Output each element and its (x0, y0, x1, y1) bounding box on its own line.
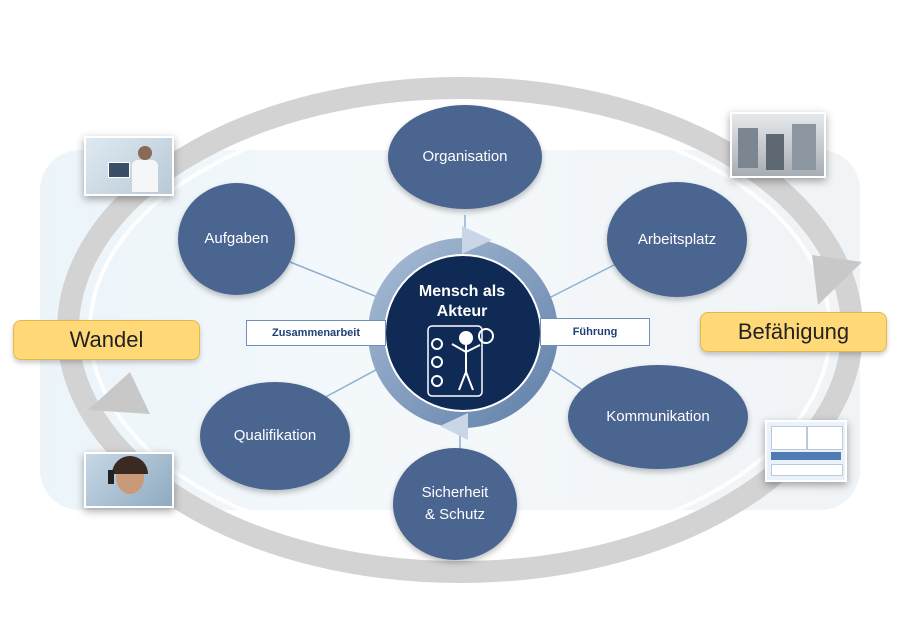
label-befaehigung: Befähigung (700, 312, 887, 352)
tag-fuehrung: Führung (540, 318, 650, 346)
node-label: Organisation (422, 148, 508, 165)
node-label: Arbeitsplatz (637, 230, 717, 248)
outer-arrow-right (812, 255, 862, 305)
node-aufgaben: Aufgaben (178, 183, 295, 295)
node-kommunikation: Kommunikation (568, 365, 748, 469)
node-qualifikation: Qualifikation (200, 382, 350, 490)
ring-arrow-bottom (440, 413, 468, 440)
node-label: Kommunikation (606, 408, 710, 425)
node-sicherheit: Sicherheit & Schutz (393, 448, 517, 560)
photo-factory-floor (730, 112, 826, 178)
node-label: Qualifikation (233, 427, 317, 444)
center-title: Mensch als Akteur (418, 283, 506, 320)
photo-software-dashboard (765, 420, 847, 482)
label-wandel: Wandel (13, 320, 200, 360)
node-organisation: Organisation (388, 105, 542, 209)
node-label: Sicherheit & Schutz (421, 484, 489, 523)
photo-person-headset (84, 452, 174, 508)
actor-icon (427, 325, 494, 397)
outer-arrow-left (88, 372, 150, 414)
ring-arrow-top (462, 226, 492, 254)
node-label: Aufgaben (204, 230, 269, 247)
tag-zusammenarbeit: Zusammenarbeit (246, 320, 386, 346)
photo-lab-worker-tablet (84, 136, 174, 196)
node-arbeitsplatz: Arbeitsplatz (607, 182, 747, 297)
